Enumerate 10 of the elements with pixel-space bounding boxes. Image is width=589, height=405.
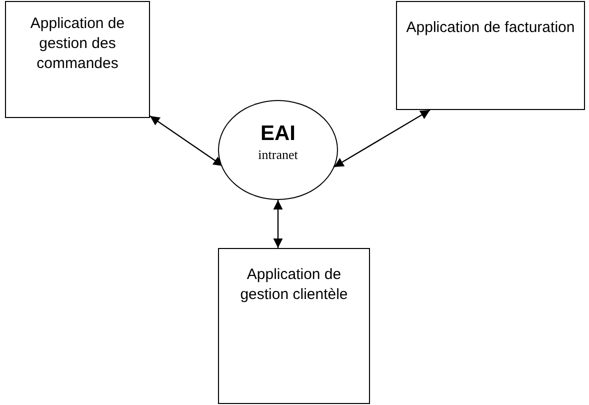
double-arrow <box>334 109 430 168</box>
node-title: EAI <box>260 121 296 147</box>
node-label: Application de gestion clientèle <box>239 265 349 305</box>
node-label: Application de gestion des commandes <box>29 14 126 74</box>
application-box <box>218 248 370 404</box>
double-arrow <box>273 200 283 248</box>
node-label: Application de facturation <box>405 18 576 38</box>
application-box <box>396 1 585 110</box>
application-box <box>5 1 150 118</box>
node-subtitle: intranet <box>258 147 298 164</box>
